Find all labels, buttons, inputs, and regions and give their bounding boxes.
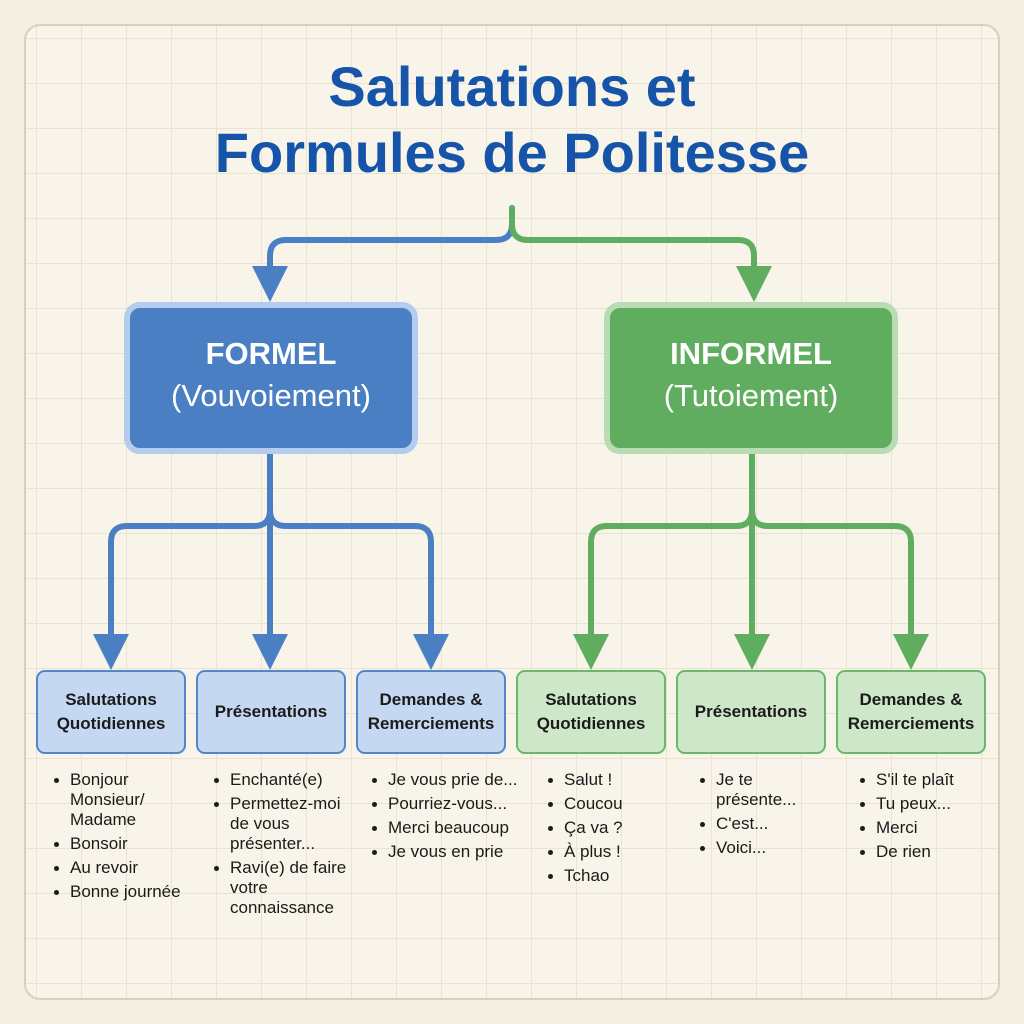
- arrow-formel-to-demandes: [267, 451, 449, 670]
- arrow-title-to-formel: [252, 205, 515, 302]
- informel-category-demandes: Demandes & Remerciements: [836, 670, 986, 754]
- list-item: À plus !: [546, 842, 666, 862]
- category-label: Demandes & Remerciements: [847, 690, 975, 733]
- list-item: Je vous en prie: [370, 842, 520, 862]
- list-item: Merci beaucoup: [370, 818, 520, 838]
- category-label: Salutations Quotidiennes: [536, 690, 646, 733]
- diagram-title: Salutations et Formules de Politesse: [0, 54, 1024, 186]
- list-item: Salut !: [546, 770, 666, 790]
- list-item: Je vous prie de...: [370, 770, 520, 790]
- arrow-informel-to-demandes: [749, 451, 929, 670]
- background-card: [24, 24, 1000, 1000]
- list-item: Enchanté(e): [212, 770, 362, 790]
- list-item: Coucou: [546, 794, 666, 814]
- list-item: Permettez-moi de vous présenter...: [212, 794, 362, 854]
- formel-heading: FORMEL: [205, 336, 337, 371]
- informel-salutations-list: Salut ! Coucou Ça va ? À plus ! Tchao: [546, 770, 666, 890]
- formel-salutations-list: Bonjour Monsieur/ Madame Bonsoir Au revo…: [52, 770, 198, 906]
- list-item: Bonjour Monsieur/ Madame: [52, 770, 198, 830]
- list-item: Au revoir: [52, 858, 198, 878]
- list-item: Merci: [858, 818, 988, 838]
- list-item: Ravi(e) de faire votre connaissance: [212, 858, 362, 918]
- informel-subheading: (Tutoiement): [663, 378, 839, 413]
- arrow-informel-to-salutations: [573, 451, 755, 670]
- arrow-formel-to-salutations: [93, 451, 273, 670]
- informel-box: INFORMEL (Tutoiement): [604, 302, 898, 454]
- category-label: Demandes & Remerciements: [367, 690, 495, 733]
- informel-demandes-list: S'il te plaît Tu peux... Merci De rien: [858, 770, 988, 866]
- formel-subheading: (Vouvoiement): [171, 378, 371, 413]
- formel-demandes-list: Je vous prie de... Pourriez-vous... Merc…: [370, 770, 520, 866]
- category-label: Présentations: [214, 702, 328, 721]
- list-item: Tu peux...: [858, 794, 988, 814]
- list-item: S'il te plaît: [858, 770, 988, 790]
- title-line-2: Formules de Politesse: [214, 121, 810, 184]
- category-label: Salutations Quotidiennes: [56, 690, 166, 733]
- informel-category-presentations: Présentations: [676, 670, 826, 754]
- category-label: Présentations: [694, 702, 808, 721]
- formel-category-salutations: Salutations Quotidiennes: [36, 670, 186, 754]
- list-item: Bonsoir: [52, 834, 198, 854]
- formel-box: FORMEL (Vouvoiement): [124, 302, 418, 454]
- list-item: Voici...: [698, 838, 816, 858]
- formel-category-presentations: Présentations: [196, 670, 346, 754]
- list-item: Tchao: [546, 866, 666, 886]
- list-item: Ça va ?: [546, 818, 666, 838]
- title-line-1: Salutations et: [328, 55, 696, 118]
- list-item: Bonne journée: [52, 882, 198, 902]
- informel-category-salutations: Salutations Quotidiennes: [516, 670, 666, 754]
- list-item: Je te présente...: [698, 770, 816, 810]
- list-item: Pourriez-vous...: [370, 794, 520, 814]
- arrow-title-to-informel: [509, 205, 772, 302]
- list-item: De rien: [858, 842, 988, 862]
- informel-presentations-list: Je te présente... C'est... Voici...: [698, 770, 816, 862]
- formel-presentations-list: Enchanté(e) Permettez-moi de vous présen…: [212, 770, 362, 922]
- list-item: C'est...: [698, 814, 816, 834]
- formel-category-demandes: Demandes & Remerciements: [356, 670, 506, 754]
- informel-heading: INFORMEL: [670, 336, 832, 371]
